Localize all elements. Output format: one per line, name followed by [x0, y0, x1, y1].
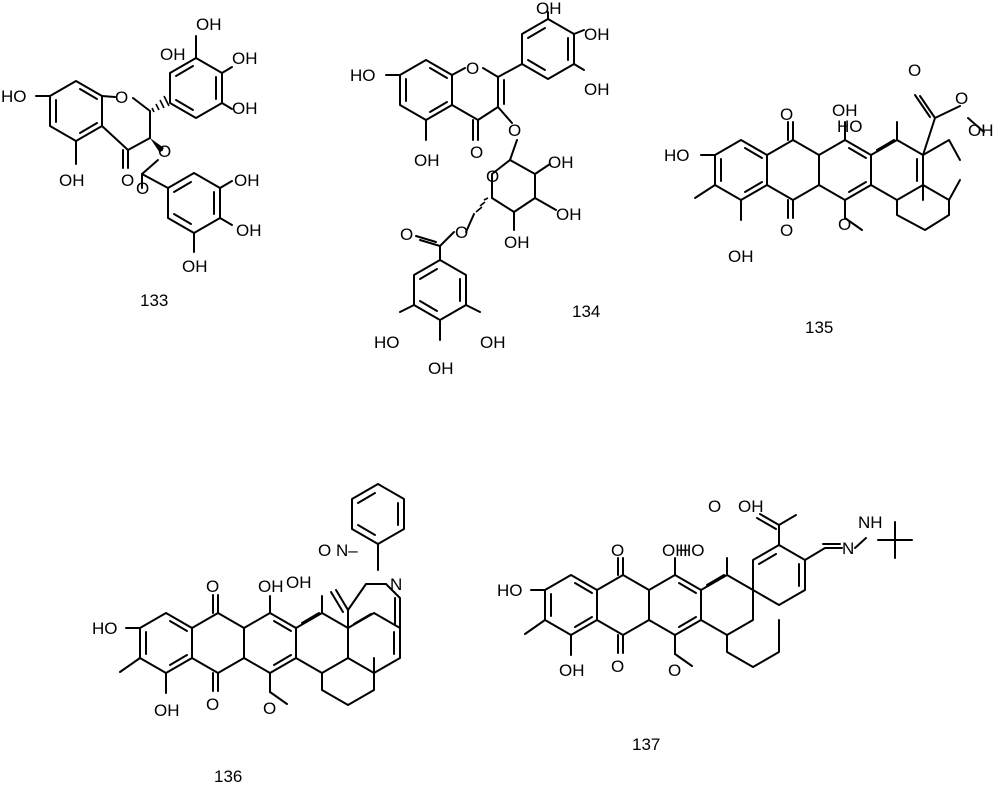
atom-labels-136: HO O O OH OH O N– N O OH: [92, 541, 402, 720]
structure-135: HO O O OH HO O O OH O OH 135: [664, 61, 994, 337]
atom-oh: OH: [728, 247, 754, 266]
atom-o: O: [115, 88, 128, 107]
atom-o: O: [158, 142, 171, 161]
atom-o: O: [470, 143, 483, 162]
structure-137: HO O O OH HO O OH N NH O OH 137: [497, 497, 913, 754]
atom-o: O: [466, 59, 479, 78]
atom-o: O: [263, 699, 276, 718]
atom-oh: OH: [236, 221, 262, 240]
atom-o: O: [121, 171, 134, 190]
structure-136: HO O O OH OH O N– N O OH 136: [92, 483, 405, 785]
atom-oh: OH: [738, 497, 764, 516]
atom-o: O: [908, 61, 921, 80]
atom-oh: OH: [584, 80, 610, 99]
atom-n: N: [842, 539, 854, 558]
atom-oh: OH: [556, 205, 582, 224]
atom-n: N–: [336, 541, 358, 560]
structure-133: OH OH OH OH HO O O O O OH OH OH OH 133: [1, 15, 262, 310]
compound-label-134: 134: [572, 302, 600, 321]
atom-o: O: [611, 657, 624, 676]
atom-oh: OH: [234, 171, 260, 190]
atom-labels-137: HO O O OH HO O OH N NH O OH: [497, 497, 883, 680]
atom-o: O: [955, 89, 968, 108]
atom-oh: OH: [536, 0, 562, 18]
atom-o: O: [668, 661, 681, 680]
atom-oh: OH: [160, 45, 186, 64]
atom-ho: HO: [497, 581, 523, 600]
atom-oh: OH: [258, 577, 284, 596]
structure-134: HO O OH OH OH O OH O O OH OH OH O O HO O…: [350, 0, 610, 378]
compound-label-136: 136: [214, 767, 242, 785]
atom-labels-135: HO O O OH HO O O OH O OH: [664, 61, 994, 266]
atom-labels-134: HO O OH OH OH O OH O O OH OH OH O O HO O…: [350, 0, 610, 378]
atom-nh: NH: [858, 513, 883, 532]
atom-ho: HO: [837, 117, 863, 136]
atom-oh: OH: [584, 25, 610, 44]
compound-label-133: 133: [140, 291, 168, 310]
atom-oh: OH: [232, 49, 258, 68]
atom-o: O: [136, 179, 149, 198]
atom-o: O: [206, 695, 219, 714]
atom-n: N: [390, 575, 402, 594]
atom-labels-133: OH OH OH OH HO O O O O OH OH OH OH: [1, 15, 262, 276]
atom-o: O: [206, 577, 219, 596]
atom-o: O: [838, 215, 851, 234]
atom-oh: OH: [968, 121, 994, 140]
atom-o: O: [708, 497, 721, 516]
atom-o: O: [400, 225, 413, 244]
atom-o: O: [455, 223, 468, 242]
atom-o: O: [611, 541, 624, 560]
atom-oh: OH: [154, 701, 180, 720]
atom-ho: HO: [92, 619, 118, 638]
atom-o: O: [486, 167, 499, 186]
atom-oh: OH: [504, 233, 530, 252]
atom-oh: OH: [480, 333, 506, 352]
atom-o: O: [508, 121, 521, 140]
atom-oh: OH: [196, 15, 222, 34]
atom-oh: OH: [59, 171, 85, 190]
atom-oh: OH: [662, 541, 688, 560]
atom-oh: OH: [182, 257, 208, 276]
atom-oh: OH: [286, 573, 312, 592]
atom-o: O: [780, 221, 793, 240]
atom-oh: OH: [414, 151, 440, 170]
atom-o: O: [780, 105, 793, 124]
atom-oh: OH: [232, 99, 258, 118]
atom-ho: HO: [664, 146, 690, 165]
atom-ho: HO: [1, 87, 27, 106]
atom-o: O: [318, 541, 331, 560]
compound-label-135: 135: [805, 318, 833, 337]
compound-label-137: 137: [632, 735, 660, 754]
atom-oh: OH: [548, 153, 574, 172]
atom-ho: HO: [350, 66, 376, 85]
atom-oh: OH: [428, 359, 454, 378]
atom-oh: OH: [832, 101, 858, 120]
atom-oh: OH: [559, 661, 585, 680]
atom-ho: HO: [374, 333, 400, 352]
atom-ho: HO: [679, 541, 705, 560]
